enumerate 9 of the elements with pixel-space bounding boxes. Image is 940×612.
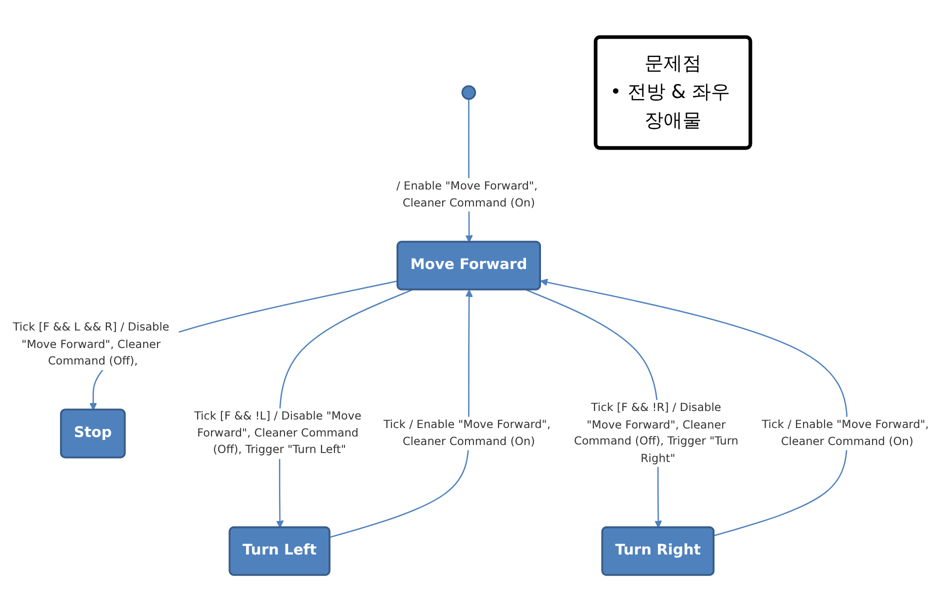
node-circle — [461, 85, 476, 100]
arrow — [330, 290, 473, 538]
edge-label: Tick / Enable "Move Forward", Cleaner Command (On) — [383, 418, 551, 448]
edge-label: Tick [F && !R] / Disable "Move Forward", Cleaner Command (Off), Trigger "Turn Right" — [574, 402, 738, 465]
edge-label: Tick [F && !L] / Disable "Move Forward", Cleaner Command (Off), Trigger "Turn Left" — [194, 410, 362, 456]
edge-label: / Enable "Move Forward", Cleaner Command (On) — [396, 180, 538, 210]
edge-label: Tick / Enable "Move Forward", Cleaner Command (On) — [762, 418, 929, 448]
arrow — [540, 278, 848, 536]
edge-label: Tick [F && L && R] / Disable "Move Forward", Cleaner Command (Off), — [12, 321, 170, 368]
